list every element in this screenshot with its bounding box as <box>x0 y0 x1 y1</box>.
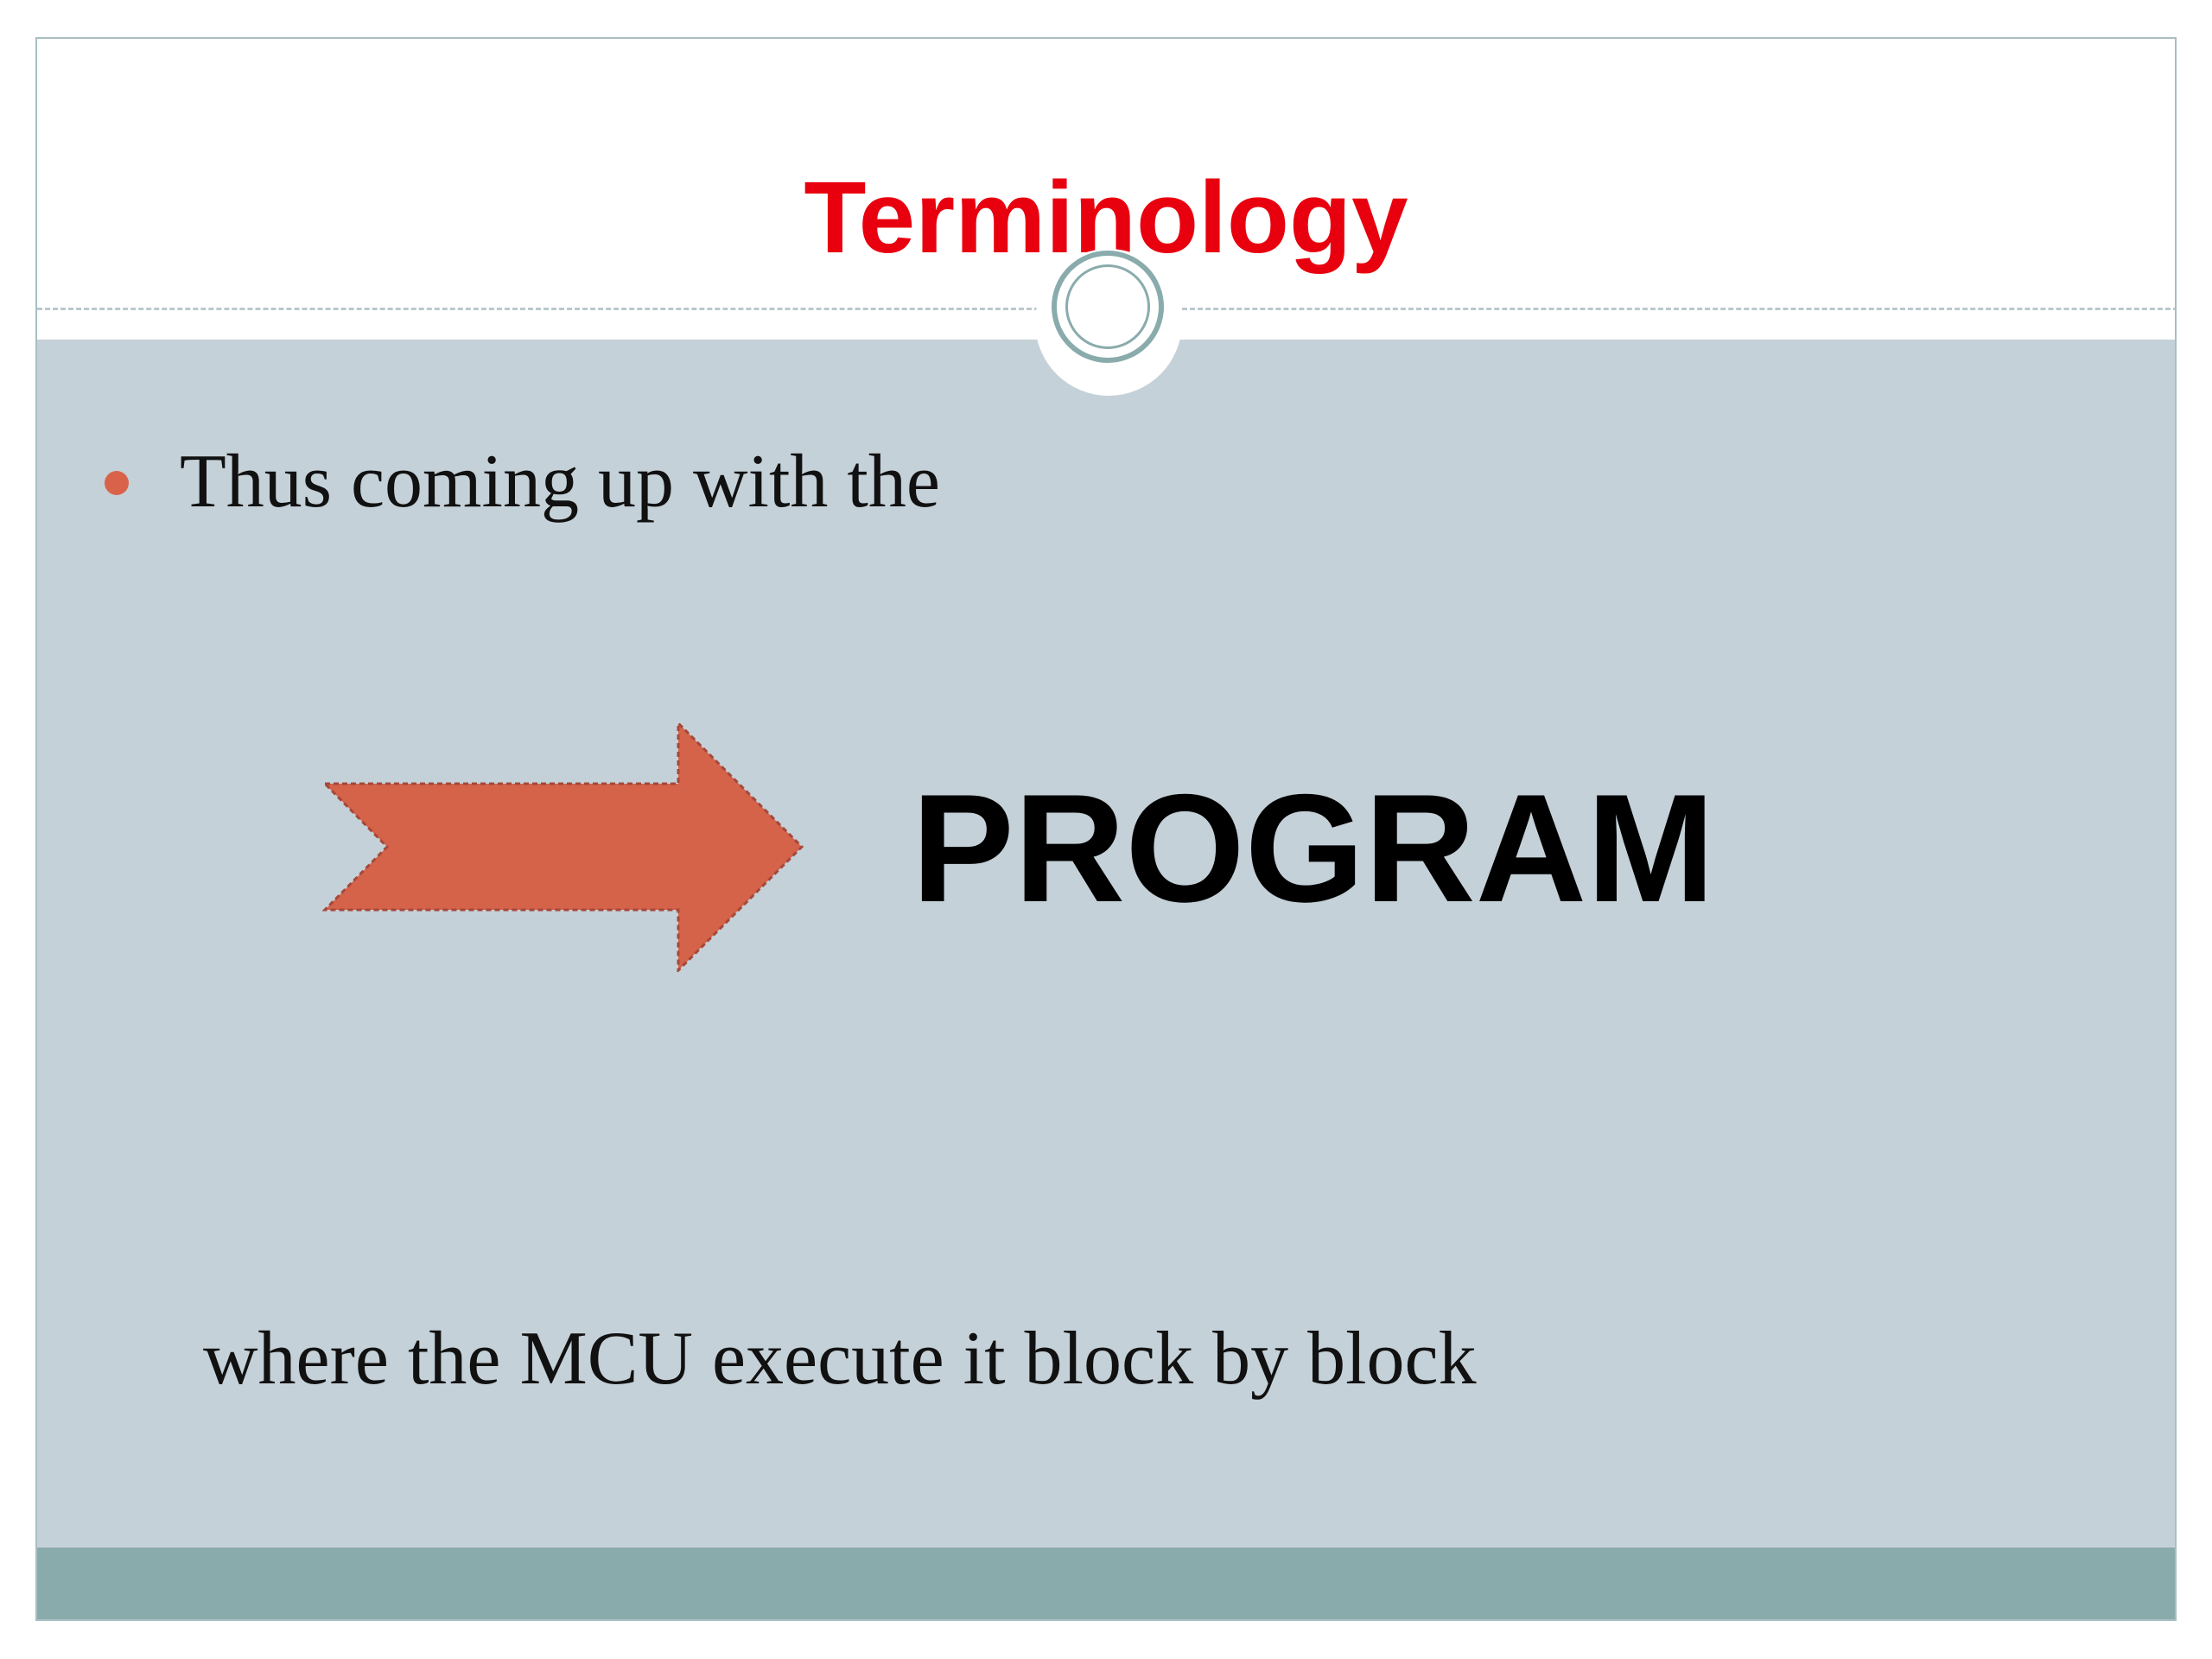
footer-bar <box>37 1548 2175 1619</box>
circle-ring-inner <box>1065 264 1150 349</box>
bullet-text: Thus coming up with the <box>180 440 940 524</box>
right-arrow-icon <box>322 721 804 972</box>
circle-ring-icon <box>1052 251 1164 363</box>
bullet-dot-icon <box>105 471 129 495</box>
program-heading: PROGRAM <box>912 762 1715 934</box>
header-divider-left <box>37 308 1039 310</box>
slide-body <box>37 340 2175 1548</box>
header-divider-right <box>1182 308 2175 310</box>
slide: Terminology Thus coming up with the PROG… <box>35 37 2177 1621</box>
footnote-text: where the MCU execute it block by block <box>203 1317 1477 1401</box>
